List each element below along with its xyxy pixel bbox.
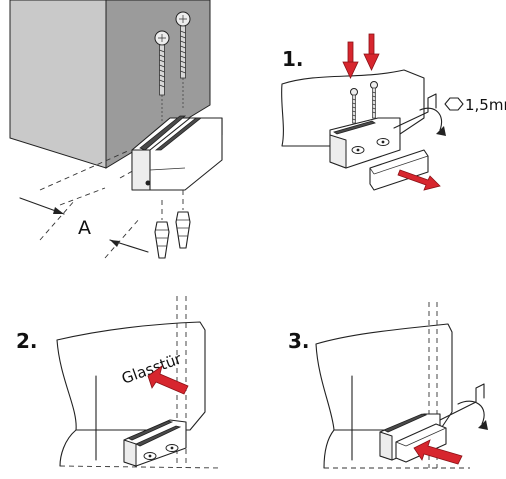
arrow-down-left bbox=[342, 41, 359, 79]
screw-right bbox=[175, 11, 191, 110]
panel-step-1: 1. bbox=[281, 33, 506, 191]
panel-wall-mounting: A bbox=[9, 0, 223, 259]
hexagon-icon bbox=[444, 97, 464, 111]
screw-step1-left bbox=[350, 88, 358, 124]
wall-plug-right bbox=[175, 190, 191, 249]
dimension-a: A bbox=[19, 197, 149, 259]
wall-plug-left bbox=[154, 200, 170, 259]
arrow-pull-out bbox=[397, 169, 441, 191]
clamp-step2 bbox=[123, 419, 187, 467]
cover-plate bbox=[369, 149, 429, 191]
panel-step-2: 2. Glasstür bbox=[16, 296, 221, 469]
arrow-push-cover bbox=[413, 439, 463, 465]
step-3-number: 3. bbox=[288, 329, 310, 353]
dimension-label: A bbox=[78, 217, 91, 239]
step-2-number: 2. bbox=[16, 329, 38, 353]
hex-key-size-label: 1,5mm bbox=[465, 96, 506, 114]
screw-step1-right bbox=[370, 81, 378, 119]
wall-left-face bbox=[9, 0, 107, 169]
clamp-step3 bbox=[379, 413, 447, 463]
screw-left bbox=[154, 30, 170, 122]
glass-clamp bbox=[131, 115, 223, 191]
arrow-slide-door bbox=[147, 365, 189, 395]
panel-step-3: 3. bbox=[288, 302, 488, 469]
hex-key-tool-step3 bbox=[439, 383, 488, 430]
arrow-down-right bbox=[363, 33, 380, 71]
clamp-base-step1 bbox=[329, 117, 401, 169]
step-1-number: 1. bbox=[282, 47, 304, 71]
hex-key-tool bbox=[393, 93, 446, 136]
